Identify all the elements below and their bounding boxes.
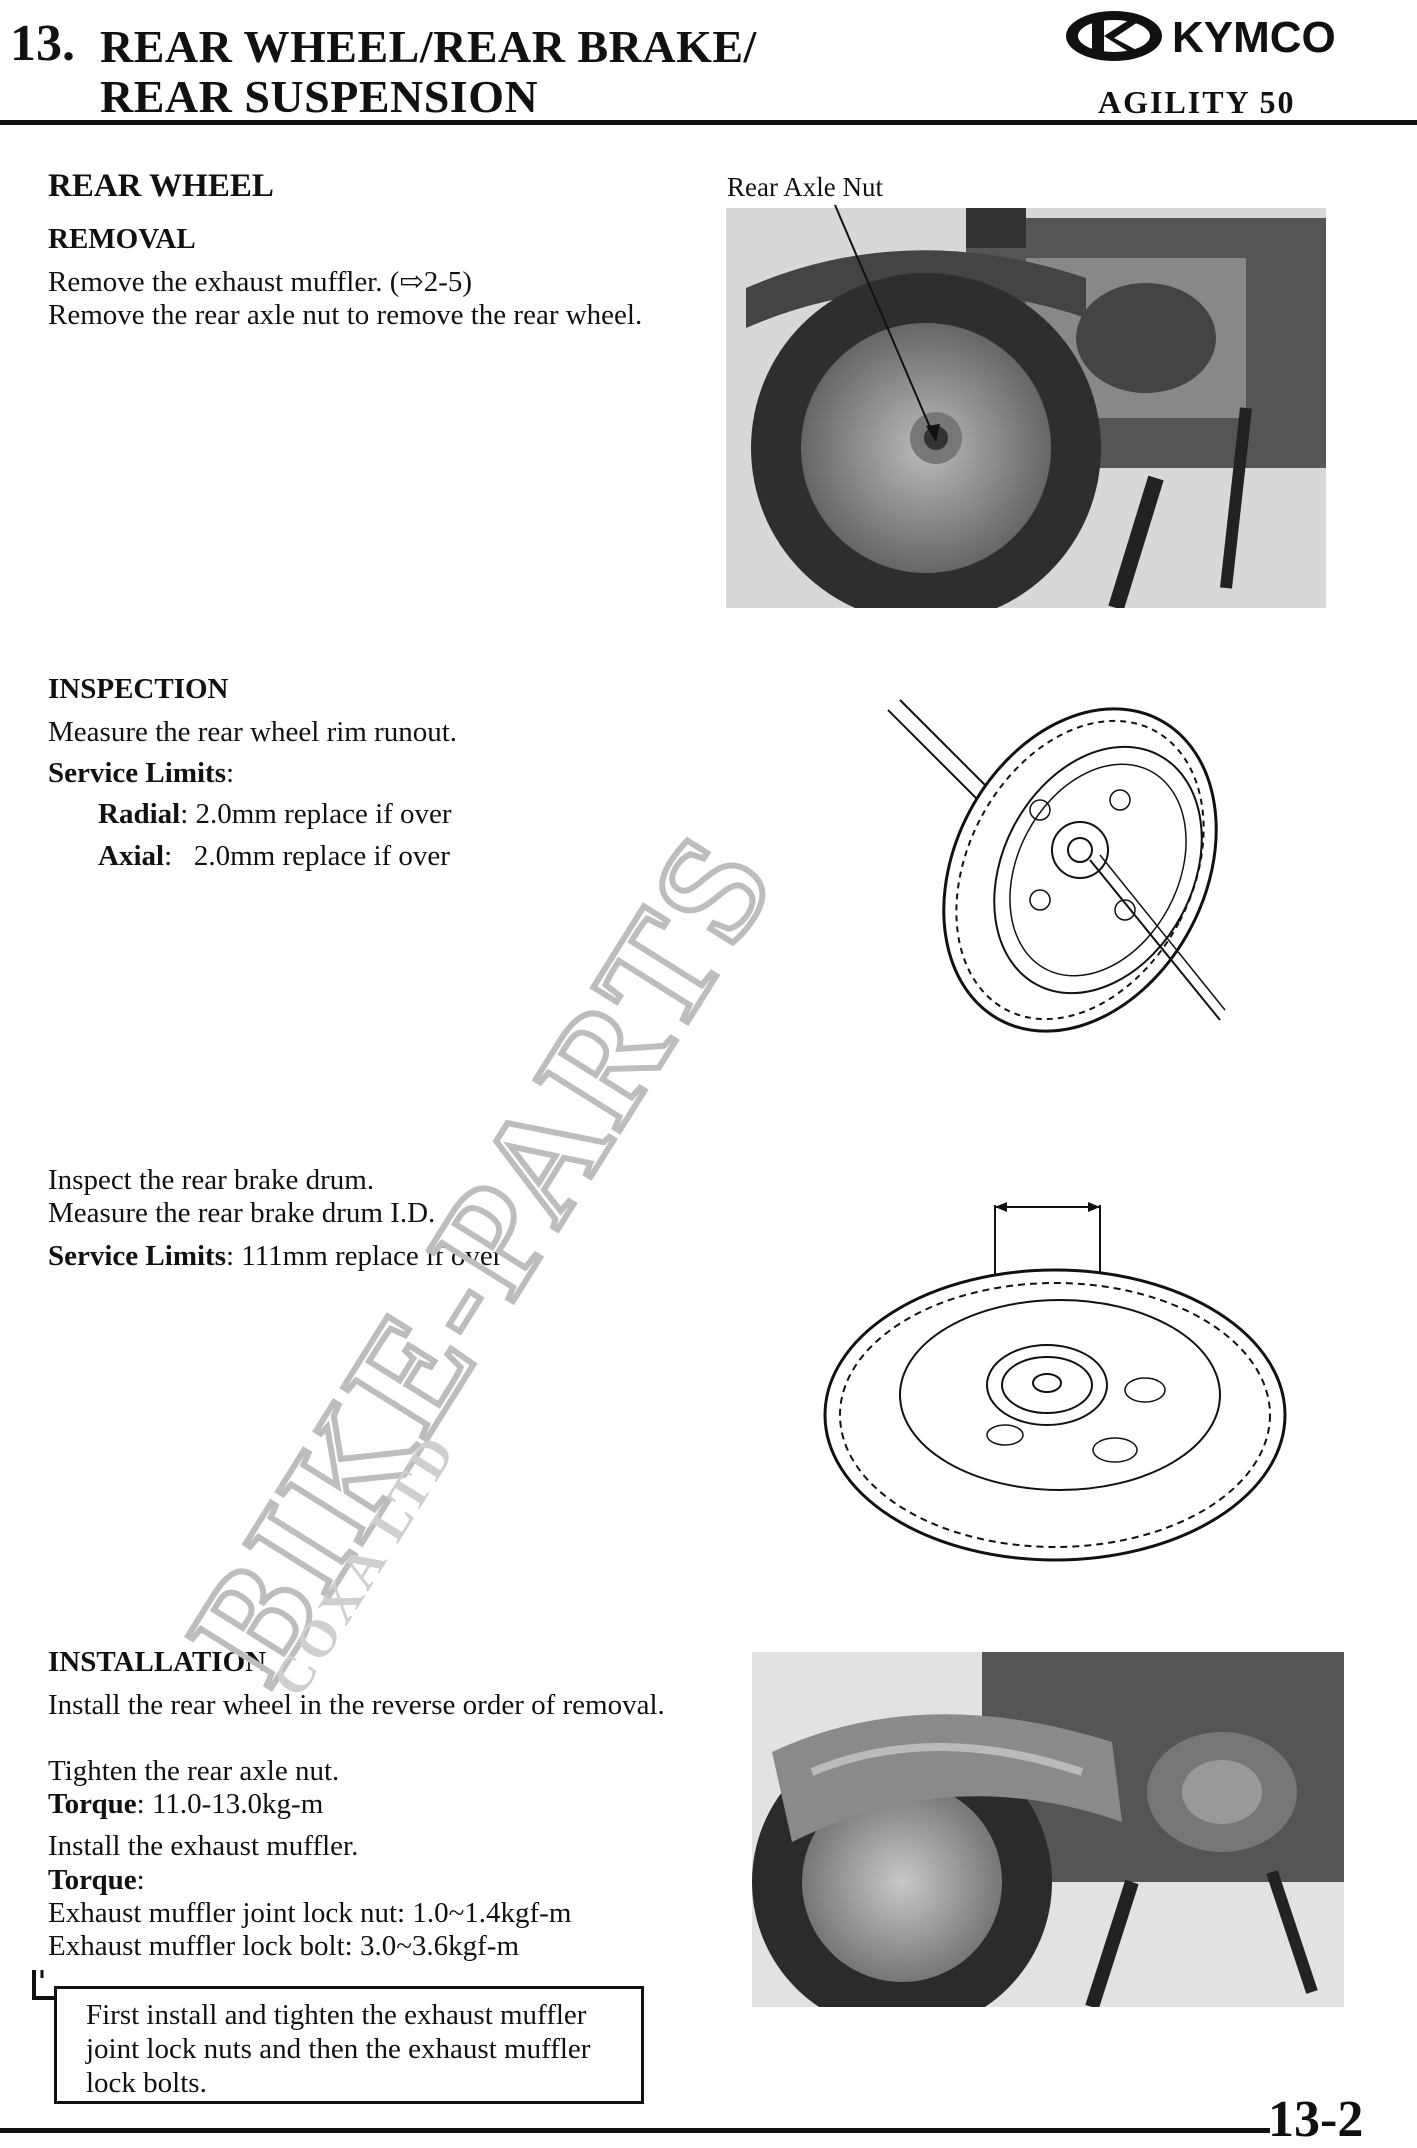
brake-drum-drawing bbox=[815, 1195, 1295, 1570]
drum-limit-line: Service Limits: 111mm replace if over bbox=[48, 1240, 688, 1273]
subheading-installation: INSTALLATION bbox=[48, 1646, 267, 1678]
kymco-logo: KYMCO bbox=[1062, 6, 1412, 66]
section-heading-rear-wheel: REAR WHEEL bbox=[48, 168, 274, 204]
footer-rule bbox=[0, 2128, 1270, 2133]
page-number: 13-2 bbox=[1268, 2091, 1364, 2148]
brand-text: KYMCO bbox=[1172, 13, 1336, 62]
model-name: AGILITY 50 bbox=[1098, 84, 1296, 120]
removal-text: Remove the exhaust muffler. (⇨2-5) Remov… bbox=[48, 266, 668, 332]
chapter-title-line2: REAR SUSPENSION bbox=[100, 71, 539, 122]
axial-line: Axial: 2.0mm replace if over bbox=[98, 840, 450, 872]
drum-limit-label: Service Limits bbox=[48, 1240, 226, 1272]
header-rule bbox=[0, 120, 1417, 125]
rear-wheel-photo bbox=[726, 208, 1326, 623]
rim-runout-drawing bbox=[880, 690, 1260, 1050]
torque-label: Torque bbox=[48, 1788, 137, 1820]
axial-label: Axial bbox=[98, 840, 165, 872]
installation-photo bbox=[752, 1652, 1344, 2032]
drum-limit-value: : 111mm replace if over bbox=[225, 1240, 503, 1272]
figure-label-rear-axle-nut: Rear Axle Nut bbox=[727, 172, 883, 202]
radial-line: Radial: 2.0mm replace if over bbox=[98, 798, 452, 830]
spec1: Exhaust muffler joint lock nut: 1.0~1.4k… bbox=[48, 1897, 572, 1929]
watermark-line2: COXA LTD bbox=[262, 1424, 468, 1706]
drum-line1: Inspect the rear brake drum. bbox=[48, 1164, 375, 1196]
torque2-label: Torque bbox=[48, 1864, 137, 1896]
note-text: First install and tighten the exhaust mu… bbox=[86, 1999, 591, 2099]
leader-line-rear-axle-nut bbox=[834, 204, 940, 442]
radial-value: 2.0mm replace if over bbox=[195, 798, 452, 830]
note-icon bbox=[32, 1970, 54, 2000]
axial-value: 2.0mm replace if over bbox=[193, 840, 450, 872]
removal-line1: Remove the exhaust muffler. (⇨2-5) bbox=[48, 266, 473, 298]
installation-line1: Install the rear wheel in the reverse or… bbox=[48, 1689, 665, 1721]
installation-line3: Install the exhaust muffler. bbox=[48, 1830, 359, 1862]
radial-label: Radial bbox=[98, 798, 181, 830]
torque2-line: Torque: bbox=[48, 1864, 145, 1896]
removal-line2: Remove the rear axle nut to remove the r… bbox=[48, 299, 643, 331]
torque-line: Torque: 11.0-13.0kg-m bbox=[48, 1788, 668, 1821]
inspection-line1: Measure the rear wheel rim runout. bbox=[48, 716, 458, 748]
subheading-inspection: INSPECTION bbox=[48, 673, 229, 705]
installation-line2: Tighten the rear axle nut. bbox=[48, 1755, 340, 1787]
torque-value: : 11.0-13.0kg-m bbox=[136, 1788, 324, 1820]
drum-text: Inspect the rear brake drum. Measure the… bbox=[48, 1164, 668, 1230]
drum-line2: Measure the rear brake drum I.D. bbox=[48, 1197, 436, 1229]
chapter-title-line1: REAR WHEEL/REAR BRAKE/ bbox=[100, 21, 757, 72]
service-limits-line: Service Limits: bbox=[48, 757, 235, 789]
spec2: Exhaust muffler lock bolt: 3.0~3.6kgf-m bbox=[48, 1930, 520, 1962]
note-box bbox=[54, 1986, 644, 2104]
service-limits-label: Service Limits bbox=[48, 757, 226, 789]
subheading-removal: REMOVAL bbox=[48, 223, 196, 255]
chapter-number: 13. bbox=[10, 15, 75, 72]
